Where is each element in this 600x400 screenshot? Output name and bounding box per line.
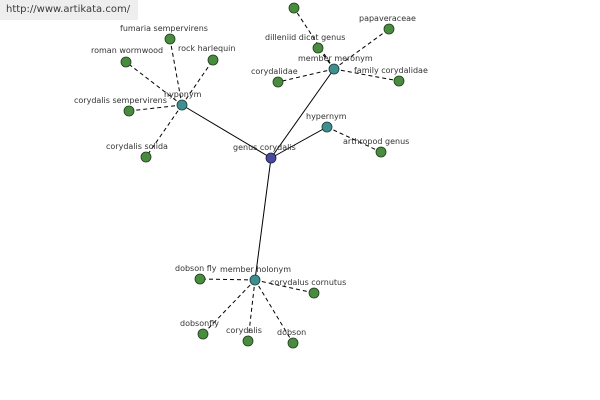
node-corydalidae[interactable] bbox=[272, 76, 284, 88]
label-papaveraceae: papaveraceae bbox=[359, 14, 416, 23]
edge-member-holonym-dobsonfly bbox=[202, 279, 256, 335]
node-dilleniid-dicot-genus[interactable] bbox=[312, 42, 324, 54]
node-papaveraceae[interactable] bbox=[383, 23, 395, 35]
graph-edges bbox=[125, 7, 400, 344]
edge-member-meronym-papaveraceae bbox=[333, 28, 390, 70]
node-dobsonfly[interactable] bbox=[197, 328, 209, 340]
node-top-cut[interactable] bbox=[288, 2, 300, 14]
edge-member-holonym-corydalis bbox=[247, 279, 256, 342]
label-root: genus corydalis bbox=[233, 143, 296, 152]
label-fumaria-sempervirens: fumaria sempervirens bbox=[120, 24, 208, 33]
label-corydalis: corydalis bbox=[226, 326, 262, 335]
edge-member-meronym-top-cut bbox=[293, 7, 335, 70]
edge-root-member-meronym bbox=[270, 68, 335, 159]
label-corydalidae: corydalidae bbox=[251, 67, 298, 76]
node-rock-harlequin[interactable] bbox=[207, 54, 219, 66]
graph-labels: fumaria sempervirens roman wormwood rock h… bbox=[74, 14, 428, 337]
graph-nodes bbox=[120, 2, 405, 349]
label-member-meronym: member meronym bbox=[298, 54, 373, 63]
label-corydalis-sempervirens: corydalis sempervirens bbox=[74, 96, 167, 105]
label-family-corydalidae: family corydalidae bbox=[354, 66, 428, 75]
node-corydalus-cornutus[interactable] bbox=[308, 287, 320, 299]
label-dobson: dobson bbox=[277, 328, 306, 337]
node-roman-wormwood[interactable] bbox=[120, 56, 132, 68]
node-member-meronym[interactable] bbox=[328, 63, 340, 75]
node-corydalis-sempervirens[interactable] bbox=[123, 105, 135, 117]
label-dilleniid-dicot-genus: dilleniid dicot genus bbox=[265, 33, 345, 42]
node-corydalis-solida[interactable] bbox=[140, 151, 152, 163]
edge-member-holonym-dobson-fly bbox=[199, 278, 256, 281]
edge-member-holonym-dobson bbox=[254, 279, 294, 344]
label-corydalis-solida: corydalis solida bbox=[106, 142, 168, 151]
label-arthropod-genus: arthropod genus bbox=[343, 137, 409, 146]
label-dobsonfly: dobsonfly bbox=[180, 319, 219, 328]
edge-root-hypernym bbox=[270, 126, 328, 159]
label-roman-wormwood: roman wormwood bbox=[91, 46, 163, 55]
edge-member-meronym-corydalidae bbox=[277, 68, 335, 83]
label-hypernym: hypernym bbox=[306, 112, 347, 121]
edge-hyponym-corydalis-solida bbox=[145, 104, 183, 158]
label-corydalus-cornutus: corydalus cornutus bbox=[270, 278, 346, 287]
node-hypernym[interactable] bbox=[321, 121, 333, 133]
node-corydalis[interactable] bbox=[242, 335, 254, 347]
edge-root-hyponym bbox=[181, 104, 272, 159]
label-hyponym: hyponym bbox=[164, 90, 202, 99]
node-dobson-fly[interactable] bbox=[194, 273, 206, 285]
node-arthropod-genus[interactable] bbox=[375, 146, 387, 158]
edge-member-holonym-corydalus-cornutus bbox=[254, 279, 315, 294]
label-dobson-fly: dobson fly bbox=[175, 264, 217, 273]
node-member-holonym[interactable] bbox=[249, 274, 261, 286]
node-dobson[interactable] bbox=[287, 337, 299, 349]
node-fumaria-sempervirens[interactable] bbox=[164, 33, 176, 45]
node-family-corydalidae[interactable] bbox=[393, 75, 405, 87]
edge-hypernym-arthropod-genus bbox=[326, 126, 382, 153]
edge-hyponym-roman-wormwood bbox=[125, 61, 183, 106]
edge-root-member-holonym bbox=[254, 157, 272, 281]
node-hyponym[interactable] bbox=[176, 99, 188, 111]
edge-hyponym-corydalis-sempervirens bbox=[128, 104, 183, 112]
label-member-holonym: member holonym bbox=[220, 265, 291, 274]
node-root[interactable] bbox=[265, 152, 277, 164]
label-rock-harlequin: rock harlequin bbox=[178, 44, 235, 53]
site-url-banner[interactable]: http://www.artikata.com/ bbox=[0, 0, 138, 20]
edge-hyponym-rock-harlequin bbox=[181, 59, 214, 106]
